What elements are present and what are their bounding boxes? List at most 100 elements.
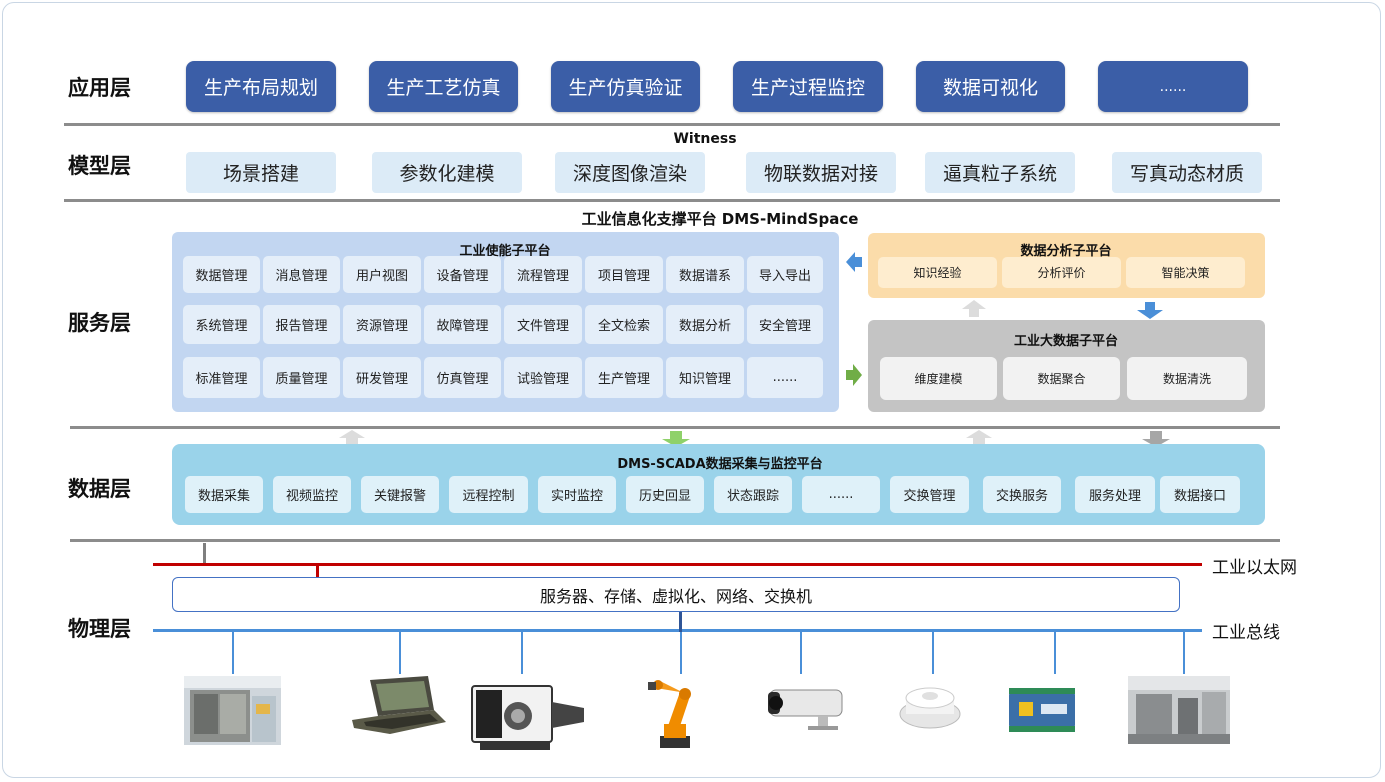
model-item-iot-integration[interactable]: 物联数据对接 [746, 152, 896, 193]
device-drop-line [680, 632, 682, 674]
service-layer-title: 工业信息化支撑平台 DMS-MindSpace [581, 210, 859, 228]
model-item-scene-building[interactable]: 场景搭建 [186, 152, 336, 193]
enable-platform-item[interactable]: 全文检索 [585, 305, 663, 344]
layer-label-service: 服务层 [68, 311, 131, 335]
enable-platform-item[interactable]: 文件管理 [504, 305, 582, 344]
enable-platform-item[interactable]: 导入导出 [747, 256, 823, 293]
enable-platform-item[interactable]: 消息管理 [263, 256, 340, 293]
model-item-parametric-modeling[interactable]: 参数化建模 [372, 152, 522, 193]
scada-item[interactable]: 历史回显 [626, 476, 704, 513]
device-drop-line [232, 632, 234, 674]
factory-floor-equipment-icon [1128, 676, 1230, 744]
cnc-machine-icon [471, 685, 584, 750]
enable-platform-item[interactable]: 资源管理 [343, 305, 421, 344]
enable-platform-item[interactable]: 流程管理 [504, 256, 582, 293]
scada-item[interactable]: 状态跟踪 [714, 476, 792, 513]
analysis-item-knowledge[interactable]: 知识经验 [878, 257, 997, 288]
scada-item[interactable]: 交换服务 [983, 476, 1061, 513]
separator-service-data [70, 426, 1280, 429]
fieldbus-line [153, 629, 1202, 632]
enable-platform-item[interactable]: 系统管理 [183, 305, 260, 344]
industrial-robot-arm-icon [648, 680, 691, 748]
enable-platform-item[interactable]: 研发管理 [343, 357, 421, 398]
device-drop-line [1183, 632, 1185, 674]
analysis-item-evaluation[interactable]: 分析评价 [1002, 257, 1121, 288]
scada-item[interactable]: ...... [802, 476, 880, 513]
device-drop-line [932, 632, 934, 674]
scada-item[interactable]: 交换管理 [890, 476, 969, 513]
model-layer-title: Witness [673, 131, 737, 147]
enable-platform-item[interactable]: 数据管理 [183, 256, 260, 293]
rugged-laptop-icon [352, 676, 446, 734]
arrow-up-icon [962, 300, 986, 317]
enable-platform-item[interactable]: ...... [747, 357, 823, 398]
scada-item[interactable]: 实时监控 [538, 476, 616, 513]
device-drop-line [1054, 632, 1056, 674]
analysis-platform-title: 数据分析子平台 [1020, 244, 1112, 259]
app-item-process-simulation[interactable]: 生产工艺仿真 [369, 61, 518, 112]
fieldbus-connector [679, 612, 682, 632]
enable-platform-item[interactable]: 质量管理 [263, 357, 340, 398]
production-line-machine-icon [184, 676, 281, 745]
app-item-data-visualization[interactable]: 数据可视化 [916, 61, 1065, 112]
app-item-more[interactable]: ...... [1098, 61, 1248, 112]
scada-item[interactable]: 数据采集 [185, 476, 263, 513]
ethernet-label: 工业以太网 [1212, 558, 1297, 578]
model-item-depth-rendering[interactable]: 深度图像渲染 [555, 152, 705, 193]
arrow-up-icon [339, 430, 365, 445]
enable-platform-item[interactable]: 知识管理 [666, 357, 744, 398]
arrow-down-icon [662, 431, 690, 447]
layer-label-physical: 物理层 [68, 617, 131, 641]
uplink-connector [203, 543, 206, 565]
bigdata-item-aggregation[interactable]: 数据聚合 [1003, 357, 1120, 400]
enable-platform-item[interactable]: 故障管理 [424, 305, 501, 344]
app-item-simulation-validation[interactable]: 生产仿真验证 [551, 61, 700, 112]
ethernet-line [153, 563, 1202, 566]
arrow-down-icon [1137, 302, 1163, 319]
separator-data-physical [70, 539, 1280, 542]
scada-item[interactable]: 关键报警 [361, 476, 439, 513]
layer-label-model: 模型层 [68, 154, 131, 178]
enable-platform-item[interactable]: 仿真管理 [424, 357, 501, 398]
enable-platform-item[interactable]: 数据谱系 [666, 256, 744, 293]
smoke-detector-icon [899, 687, 961, 729]
layer-label-application: 应用层 [68, 76, 131, 100]
enable-platform-item[interactable]: 标准管理 [183, 357, 260, 398]
scada-item[interactable]: 远程控制 [449, 476, 528, 513]
enable-platform-item[interactable]: 报告管理 [263, 305, 340, 344]
arrow-up-icon [966, 430, 992, 445]
enable-platform-item[interactable]: 安全管理 [747, 305, 823, 344]
infrastructure-box: 服务器、存储、虚拟化、网络、交换机 [172, 577, 1180, 612]
enable-platform-item[interactable]: 数据分析 [666, 305, 744, 344]
separator-model-service [64, 199, 1280, 202]
bigdata-item-dimension-modeling[interactable]: 维度建模 [880, 357, 997, 400]
layer-label-data: 数据层 [68, 477, 131, 501]
enable-platform-title: 工业使能子平台 [459, 244, 551, 259]
arrow-down-icon [1142, 431, 1170, 447]
io-module-icon [1009, 688, 1075, 732]
scada-item[interactable]: 视频监控 [273, 476, 351, 513]
bigdata-item-cleaning[interactable]: 数据清洗 [1127, 357, 1247, 400]
device-drop-line [800, 632, 802, 674]
analysis-item-decision[interactable]: 智能决策 [1126, 257, 1245, 288]
separator-app-model [64, 123, 1280, 126]
device-drop-line [399, 632, 401, 674]
enable-platform-item[interactable]: 设备管理 [424, 256, 501, 293]
enable-platform-item[interactable]: 用户视图 [343, 256, 421, 293]
model-item-dynamic-material[interactable]: 写真动态材质 [1112, 152, 1262, 193]
fieldbus-label: 工业总线 [1212, 623, 1280, 643]
app-item-layout-planning[interactable]: 生产布局规划 [186, 61, 336, 112]
model-item-particle-system[interactable]: 逼真粒子系统 [925, 152, 1075, 193]
enable-platform-item[interactable]: 项目管理 [585, 256, 663, 293]
enable-platform-item[interactable]: 试验管理 [504, 357, 582, 398]
scada-item[interactable]: 服务处理 [1075, 476, 1155, 513]
scada-item[interactable]: 数据接口 [1160, 476, 1240, 513]
app-item-process-monitoring[interactable]: 生产过程监控 [733, 61, 883, 112]
enable-platform-item[interactable]: 生产管理 [585, 357, 663, 398]
ethernet-drop [316, 563, 319, 578]
surveillance-camera-icon [768, 689, 843, 730]
arrow-right-icon [846, 364, 862, 386]
arrow-left-icon [846, 252, 862, 272]
